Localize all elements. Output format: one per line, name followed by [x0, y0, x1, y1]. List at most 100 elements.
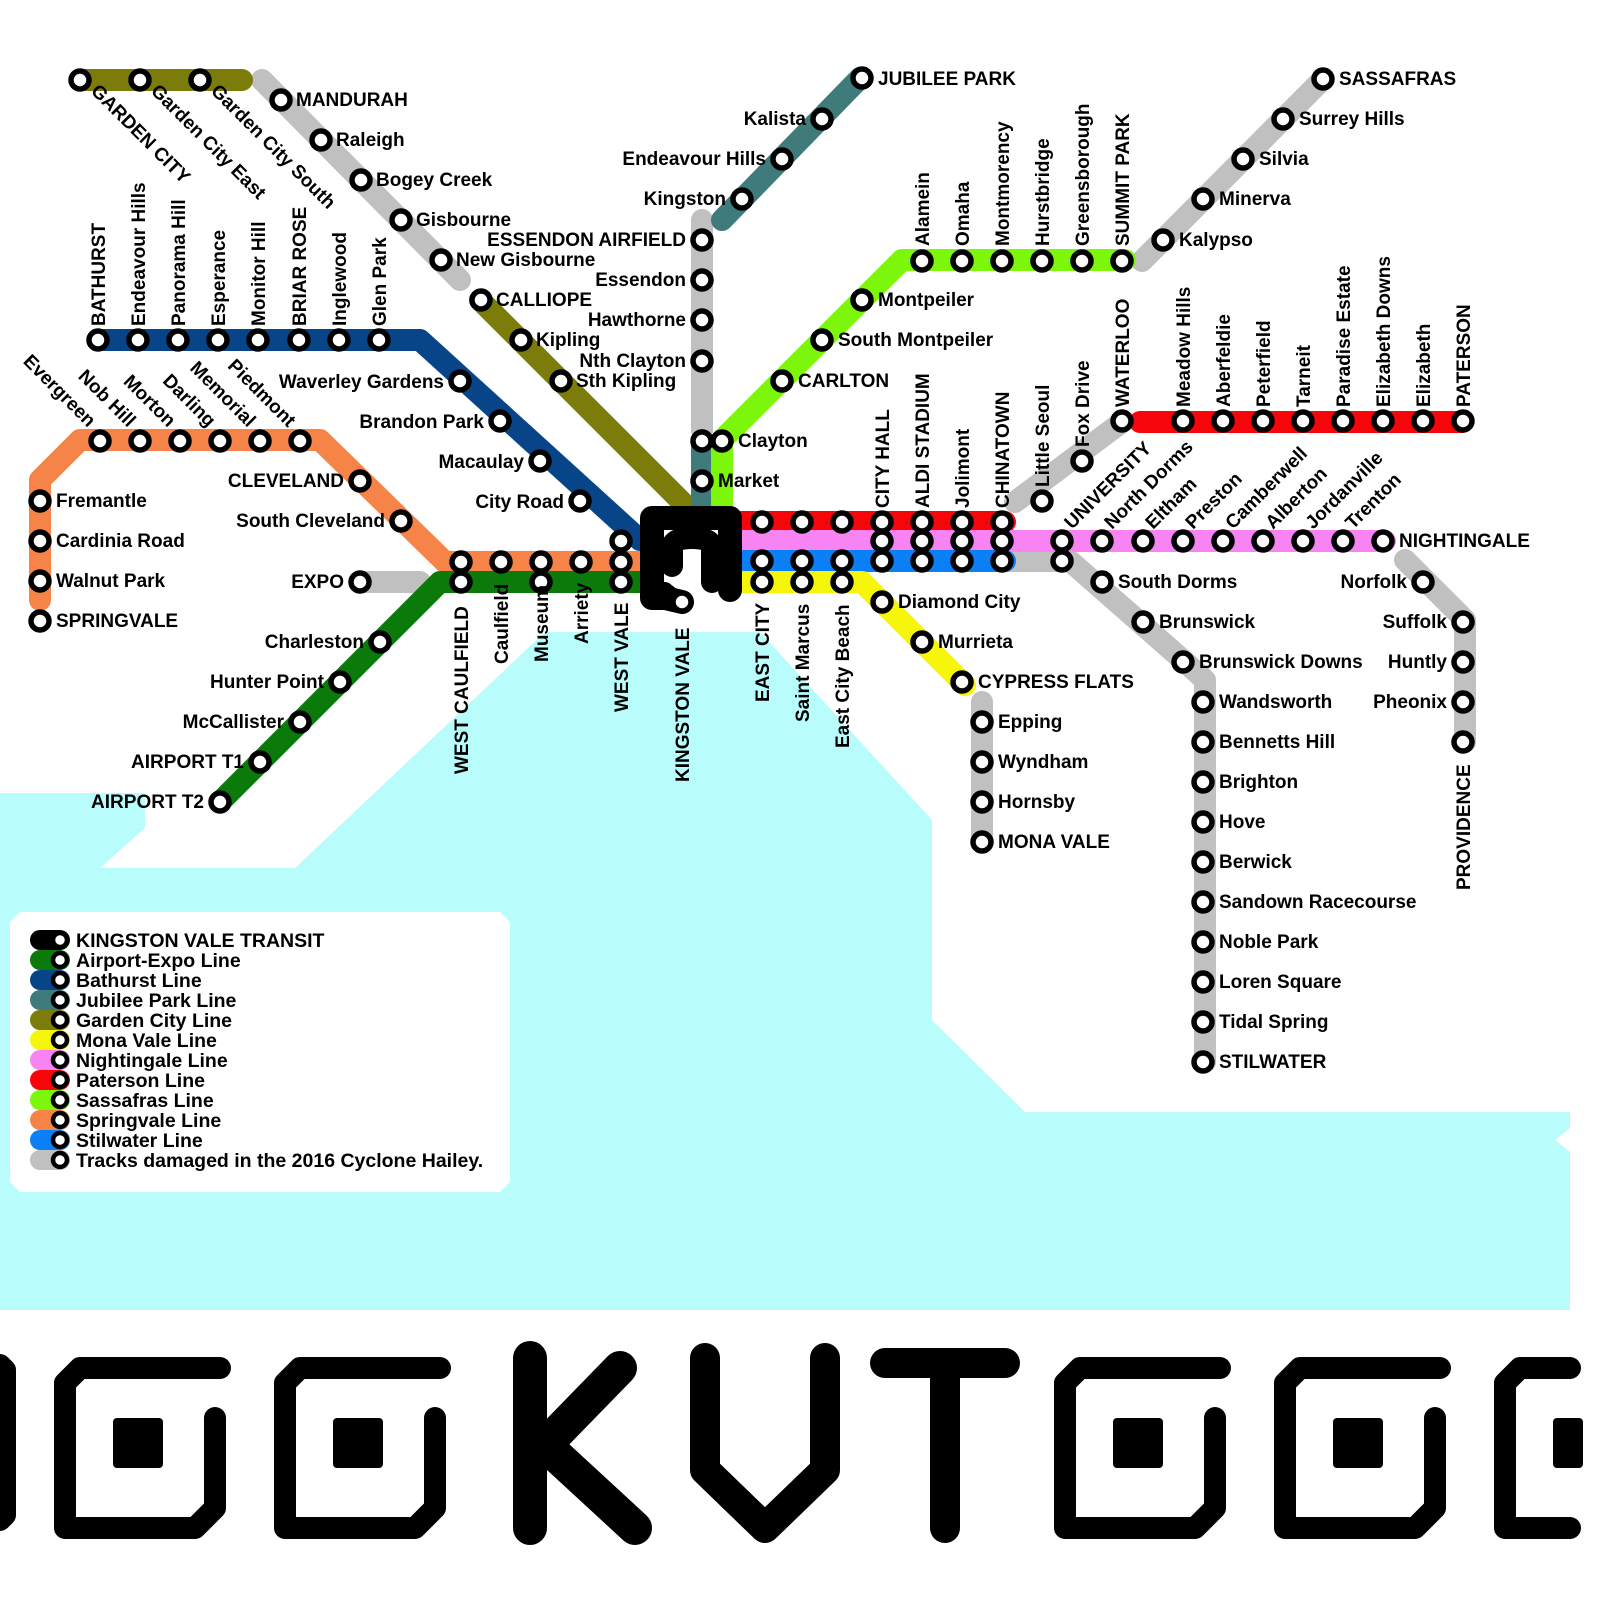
station-walnut-park[interactable]	[28, 569, 52, 593]
station-panorama-hill[interactable]	[166, 328, 190, 352]
station-jolimont-p[interactable]	[950, 529, 974, 553]
station-meadow-hills[interactable]	[1171, 409, 1195, 433]
station-university[interactable]	[1050, 529, 1074, 553]
station-darling[interactable]	[168, 429, 192, 453]
station-east-city-beach-r[interactable]	[830, 510, 854, 534]
station-endeavour-hills-w[interactable]	[126, 328, 150, 352]
station-clayton-w[interactable]	[690, 429, 714, 453]
station-essendon-airfield[interactable]	[690, 228, 714, 252]
station-sandown-racecourse[interactable]	[1191, 890, 1215, 914]
station-aldi-stadium-b[interactable]	[910, 549, 934, 573]
station-bathurst[interactable]	[86, 328, 110, 352]
station-monitor-hill[interactable]	[246, 328, 270, 352]
station-city-hall-b[interactable]	[870, 549, 894, 573]
station-chinatown-p[interactable]	[990, 529, 1014, 553]
station-esperance[interactable]	[206, 328, 230, 352]
station-fox-drive[interactable]	[1070, 449, 1094, 473]
station-brunswick[interactable]	[1131, 610, 1155, 634]
station-inglewood[interactable]	[327, 328, 351, 352]
station-east-city-y[interactable]	[750, 570, 774, 594]
station-west-vale-2[interactable]	[609, 550, 633, 574]
station-expo[interactable]	[348, 570, 372, 594]
station-paterson[interactable]	[1451, 409, 1475, 433]
station-montmorency[interactable]	[990, 249, 1014, 273]
station-peterfield[interactable]	[1251, 409, 1275, 433]
station-airport-t2[interactable]	[208, 790, 232, 814]
station-kalypso[interactable]	[1151, 228, 1175, 252]
station-new-gisbourne[interactable]	[429, 248, 453, 272]
station-aberfeldie[interactable]	[1211, 409, 1235, 433]
station-mandurah[interactable]	[269, 88, 293, 112]
station-museum-2[interactable]	[529, 570, 553, 594]
station-calliope[interactable]	[469, 288, 493, 312]
station-eltham[interactable]	[1131, 529, 1155, 553]
station-clayton-e[interactable]	[710, 429, 734, 453]
station-elizabeth-downs[interactable]	[1371, 409, 1395, 433]
station-hornsby[interactable]	[970, 790, 994, 814]
station-north-dorms[interactable]	[1090, 529, 1114, 553]
station-carlton[interactable]	[770, 369, 794, 393]
station-fremantle[interactable]	[28, 489, 52, 513]
station-aldi-stadium-p[interactable]	[910, 529, 934, 553]
station-wandsworth[interactable]	[1191, 690, 1215, 714]
station-west-caulfield-1[interactable]	[449, 550, 473, 574]
station-city-hall-p[interactable]	[870, 529, 894, 553]
station-arriety[interactable]	[569, 550, 593, 574]
station-diamond-city[interactable]	[870, 590, 894, 614]
station-endeavour-hills-n[interactable]	[770, 147, 794, 171]
station-kingston[interactable]	[730, 187, 754, 211]
station-jolimont-r[interactable]	[950, 510, 974, 534]
station-hurstbridge[interactable]	[1030, 249, 1054, 273]
station-memorial[interactable]	[208, 429, 232, 453]
station-saint-marcus-b[interactable]	[790, 549, 814, 573]
station-camberwell[interactable]	[1211, 529, 1235, 553]
station-nightingale[interactable]	[1371, 529, 1395, 553]
station-sassafras[interactable]	[1311, 67, 1335, 91]
station-piedmont[interactable]	[248, 429, 272, 453]
station-brandon-park[interactable]	[488, 409, 512, 433]
station-east-city-b[interactable]	[750, 549, 774, 573]
station-summit-park[interactable]	[1110, 249, 1134, 273]
station-noble-park[interactable]	[1191, 930, 1215, 954]
station-hawthorne[interactable]	[690, 308, 714, 332]
station-bennetts-hill[interactable]	[1191, 730, 1215, 754]
station-city-hall-r[interactable]	[870, 510, 894, 534]
station-providence[interactable]	[1451, 730, 1475, 754]
station-kalista[interactable]	[810, 107, 834, 131]
station-raleigh[interactable]	[309, 128, 333, 152]
station-minerva[interactable]	[1191, 187, 1215, 211]
station-kingston-vale[interactable]	[670, 590, 694, 614]
station-evergreen[interactable]	[288, 429, 312, 453]
station-chinatown-r[interactable]	[990, 510, 1014, 534]
station-wyndham[interactable]	[970, 750, 994, 774]
station-huntly[interactable]	[1451, 650, 1475, 674]
station-tarneit[interactable]	[1291, 409, 1315, 433]
station-west-vale-1[interactable]	[609, 529, 633, 553]
station-stilwater[interactable]	[1191, 1050, 1215, 1074]
station-morton[interactable]	[128, 429, 152, 453]
station-bogey-creek[interactable]	[349, 168, 373, 192]
station-west-vale-3[interactable]	[609, 570, 633, 594]
station-garden-city[interactable]	[68, 68, 92, 92]
station-mona-vale[interactable]	[970, 830, 994, 854]
station-suffolk[interactable]	[1451, 610, 1475, 634]
station-norfolk[interactable]	[1411, 570, 1435, 594]
station-nth-clayton[interactable]	[690, 349, 714, 373]
station-trenton[interactable]	[1331, 529, 1355, 553]
station-alberton[interactable]	[1251, 529, 1275, 553]
station-paradise-estate[interactable]	[1331, 409, 1355, 433]
station-jubilee-park[interactable]	[850, 66, 874, 90]
station-east-city-beach-y[interactable]	[830, 570, 854, 594]
station-essendon[interactable]	[690, 268, 714, 292]
station-market[interactable]	[690, 469, 714, 493]
station-cypress-flats[interactable]	[950, 670, 974, 694]
station-nob-hill[interactable]	[88, 429, 112, 453]
station-city-road[interactable]	[568, 489, 592, 513]
station-alamein[interactable]	[910, 249, 934, 273]
station-chinatown-b[interactable]	[990, 549, 1014, 573]
station-garden-city-east[interactable]	[128, 68, 152, 92]
station-waverley-gardens[interactable]	[448, 369, 472, 393]
station-montpeiler[interactable]	[850, 288, 874, 312]
station-garden-city-south[interactable]	[188, 68, 212, 92]
station-airport-t1[interactable]	[248, 750, 272, 774]
